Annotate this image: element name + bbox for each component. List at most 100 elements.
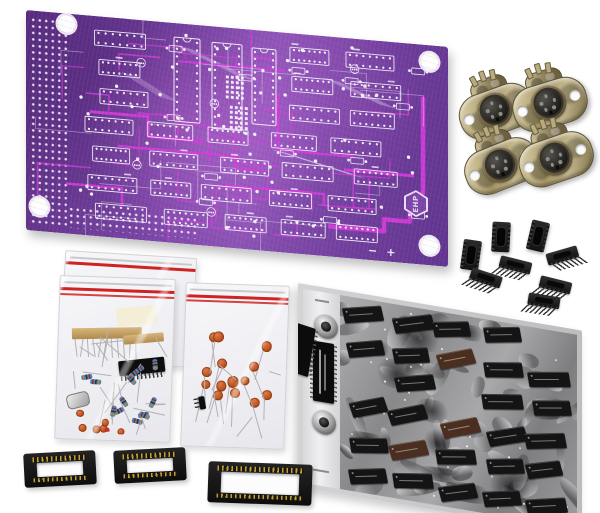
pcb-mounting-hole: [421, 236, 438, 256]
led: [118, 432, 124, 436]
ic-label-line: [393, 411, 417, 418]
lead-wire: [242, 382, 254, 408]
dip-socket-small: [545, 245, 590, 277]
socket-window: [126, 457, 174, 474]
ic-pin1-dot: [349, 345, 353, 348]
resistor: [90, 379, 102, 385]
foil-ic: [348, 396, 389, 419]
bag-resistors-contents: [60, 300, 169, 436]
ic-pin1-dot: [486, 364, 490, 367]
ic-pin1-dot: [397, 380, 401, 383]
ic-label-line: [354, 474, 378, 477]
socket-slot: [465, 245, 477, 265]
ic-label-line: [401, 381, 425, 385]
lead-wire: [268, 371, 283, 380]
ceramic-capacitor: [76, 409, 84, 417]
ceramic-capacitor: [212, 331, 224, 343]
ic-pin1-dot: [535, 403, 539, 406]
bag-capacitors: [180, 282, 290, 450]
din-pin-hole: [485, 108, 490, 114]
lead-wire: [251, 403, 263, 439]
label-card: [115, 305, 158, 327]
foil-ic: [392, 472, 435, 489]
ic-pin1-dot: [441, 488, 444, 492]
ic-label-line: [398, 353, 421, 356]
foil-ic: [435, 449, 477, 466]
ic-label-line: [534, 378, 560, 380]
ic-label-line: [532, 504, 557, 508]
ic-label-line: [356, 405, 378, 411]
foil-ic: [341, 305, 384, 323]
socket-window: [36, 460, 84, 478]
led: [93, 434, 100, 436]
ceramic-capacitor: [101, 419, 110, 427]
din-pin-hole: [551, 104, 556, 110]
pcb-mounting-hole: [58, 14, 75, 34]
ic-pin1-dot: [489, 433, 492, 437]
socket-window: [220, 471, 300, 496]
foil-ic: [483, 361, 524, 378]
foil-ic: [391, 346, 431, 364]
din-pin-hole: [489, 100, 494, 106]
din-pin-hole: [543, 93, 548, 99]
pcb-polarity-marks: − +: [368, 244, 395, 259]
foil-ic: [439, 416, 482, 439]
foil-ic: [348, 467, 389, 484]
ic-pin1-dot: [391, 447, 394, 451]
socket-slot: [496, 227, 506, 247]
pcb-board: EHP − +: [26, 10, 448, 267]
ic-label-line: [532, 467, 554, 472]
ceramic-capacitor: [117, 427, 126, 436]
ic-label-line: [438, 328, 461, 330]
bag-zipper: [64, 281, 172, 287]
foil-ic: [524, 433, 568, 450]
ic-pin1-dot: [528, 466, 532, 470]
ic-pin1-dot: [435, 325, 438, 328]
din-pin-hole: [545, 156, 550, 162]
din-key-notch: [495, 116, 500, 122]
foil-ic: [346, 339, 386, 358]
foil-ic: [437, 481, 479, 502]
pcb-artwork: [34, 12, 429, 259]
din-key-notch: [501, 171, 506, 177]
lead-wire: [236, 416, 253, 437]
foil-ic: [391, 313, 436, 334]
resistor: [119, 395, 130, 408]
foil-ic: [525, 460, 565, 480]
dip-socket-large: [113, 447, 187, 484]
ic-pin1-dot: [395, 321, 398, 324]
lead-wire: [230, 394, 233, 427]
ic-label-line: [444, 489, 468, 494]
ic-pin1-dot: [486, 329, 489, 333]
ic-pin1-dot: [527, 437, 531, 440]
din-pin-hole: [549, 148, 554, 154]
ic-label-line: [399, 321, 424, 326]
foil-ic: [482, 490, 523, 507]
ceramic-capacitor: [78, 423, 87, 432]
crystal-oscillator: [65, 390, 92, 411]
ic-label-line: [489, 497, 512, 500]
din-pin-hole: [497, 104, 503, 109]
foil-ic: [435, 348, 477, 371]
din-pin-hole: [490, 163, 495, 169]
lead-wire: [73, 370, 77, 389]
ic-label-line: [539, 406, 563, 409]
pcb-mounting-hole: [31, 197, 48, 216]
ic-label-line: [394, 447, 418, 453]
socket-slot: [532, 226, 544, 246]
ic-label-line: [355, 443, 379, 446]
ic-pin1-dot: [352, 405, 356, 408]
foil-ic: [485, 458, 526, 475]
foil-ic: [387, 439, 430, 461]
din-pin-hole: [551, 97, 557, 102]
ic-pin1-dot: [345, 310, 348, 313]
din-pin-hole: [543, 107, 548, 112]
ceramic-capacitor: [92, 425, 101, 434]
ic-label-line: [531, 439, 556, 442]
ceramic-capacitor: [261, 341, 272, 353]
din-pin-hole: [538, 101, 544, 106]
din-pin-hole: [557, 152, 563, 157]
pcb-minus-label: −: [368, 243, 378, 258]
lead-wire: [74, 336, 78, 357]
